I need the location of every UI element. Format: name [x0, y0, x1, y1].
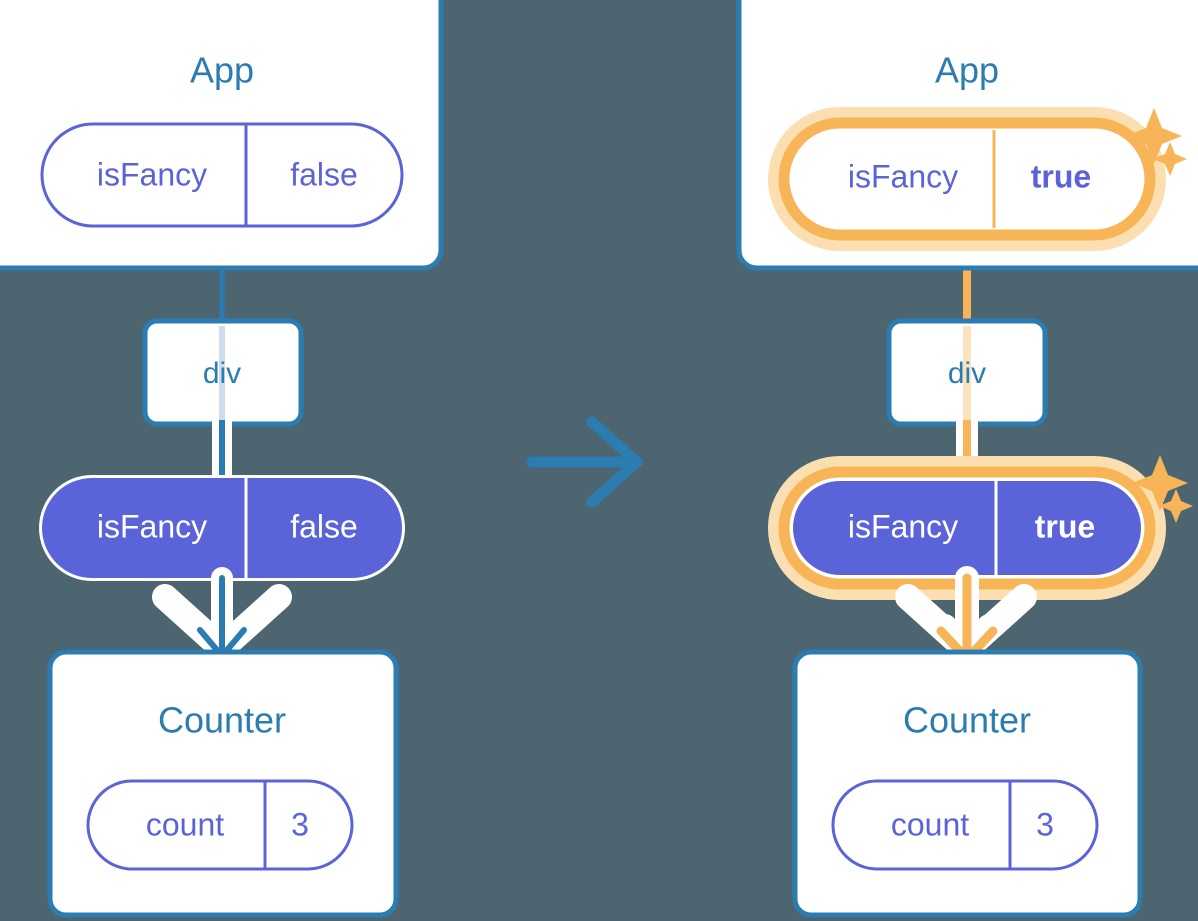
app-state-pill: [40, 122, 404, 228]
counter-state-pill-value: 3: [291, 806, 309, 842]
prop-pill-name: isFancy: [848, 508, 958, 544]
counter-title: Counter: [158, 700, 286, 741]
app-title: App: [935, 50, 999, 91]
prop-pill-value: true: [1035, 508, 1095, 544]
counter-state-pill-name: count: [146, 806, 224, 842]
panel-after: App isFancy true div: [736, 0, 1198, 918]
prop-pill-value: false: [290, 508, 358, 544]
app-title: App: [190, 50, 254, 91]
app-state-pill-ring: [778, 117, 1156, 241]
sparkle-small-icon: [1153, 142, 1187, 176]
counter-state-pill: [86, 779, 354, 871]
prop-pill: [793, 481, 1141, 575]
sparkle-small-icon: [1159, 489, 1193, 523]
app-state-pill-name: isFancy: [97, 156, 207, 192]
app-state-pill-name: isFancy: [848, 158, 958, 194]
panel-before: App isFancy false div isFancy false: [0, 0, 444, 918]
app-state-pill-value: true: [1031, 158, 1091, 194]
transition-arrow: [526, 416, 643, 508]
prop-pill: [42, 478, 402, 578]
sparkle-icon-app: [1126, 108, 1187, 176]
counter-state-pill-name: count: [891, 806, 969, 842]
sparkle-large-icon: [1126, 108, 1182, 164]
div-label: div: [203, 357, 241, 390]
counter-state-pill-value: 3: [1036, 806, 1054, 842]
sparkle-icon-prop: [1132, 455, 1193, 523]
arrow-right-icon: [526, 416, 643, 508]
div-label: div: [948, 357, 986, 390]
prop-pill-name: isFancy: [97, 508, 207, 544]
sparkle-large-icon: [1132, 455, 1188, 511]
app-state-pill-value: false: [290, 156, 358, 192]
counter-state-pill: [831, 779, 1099, 871]
counter-title: Counter: [903, 700, 1031, 741]
